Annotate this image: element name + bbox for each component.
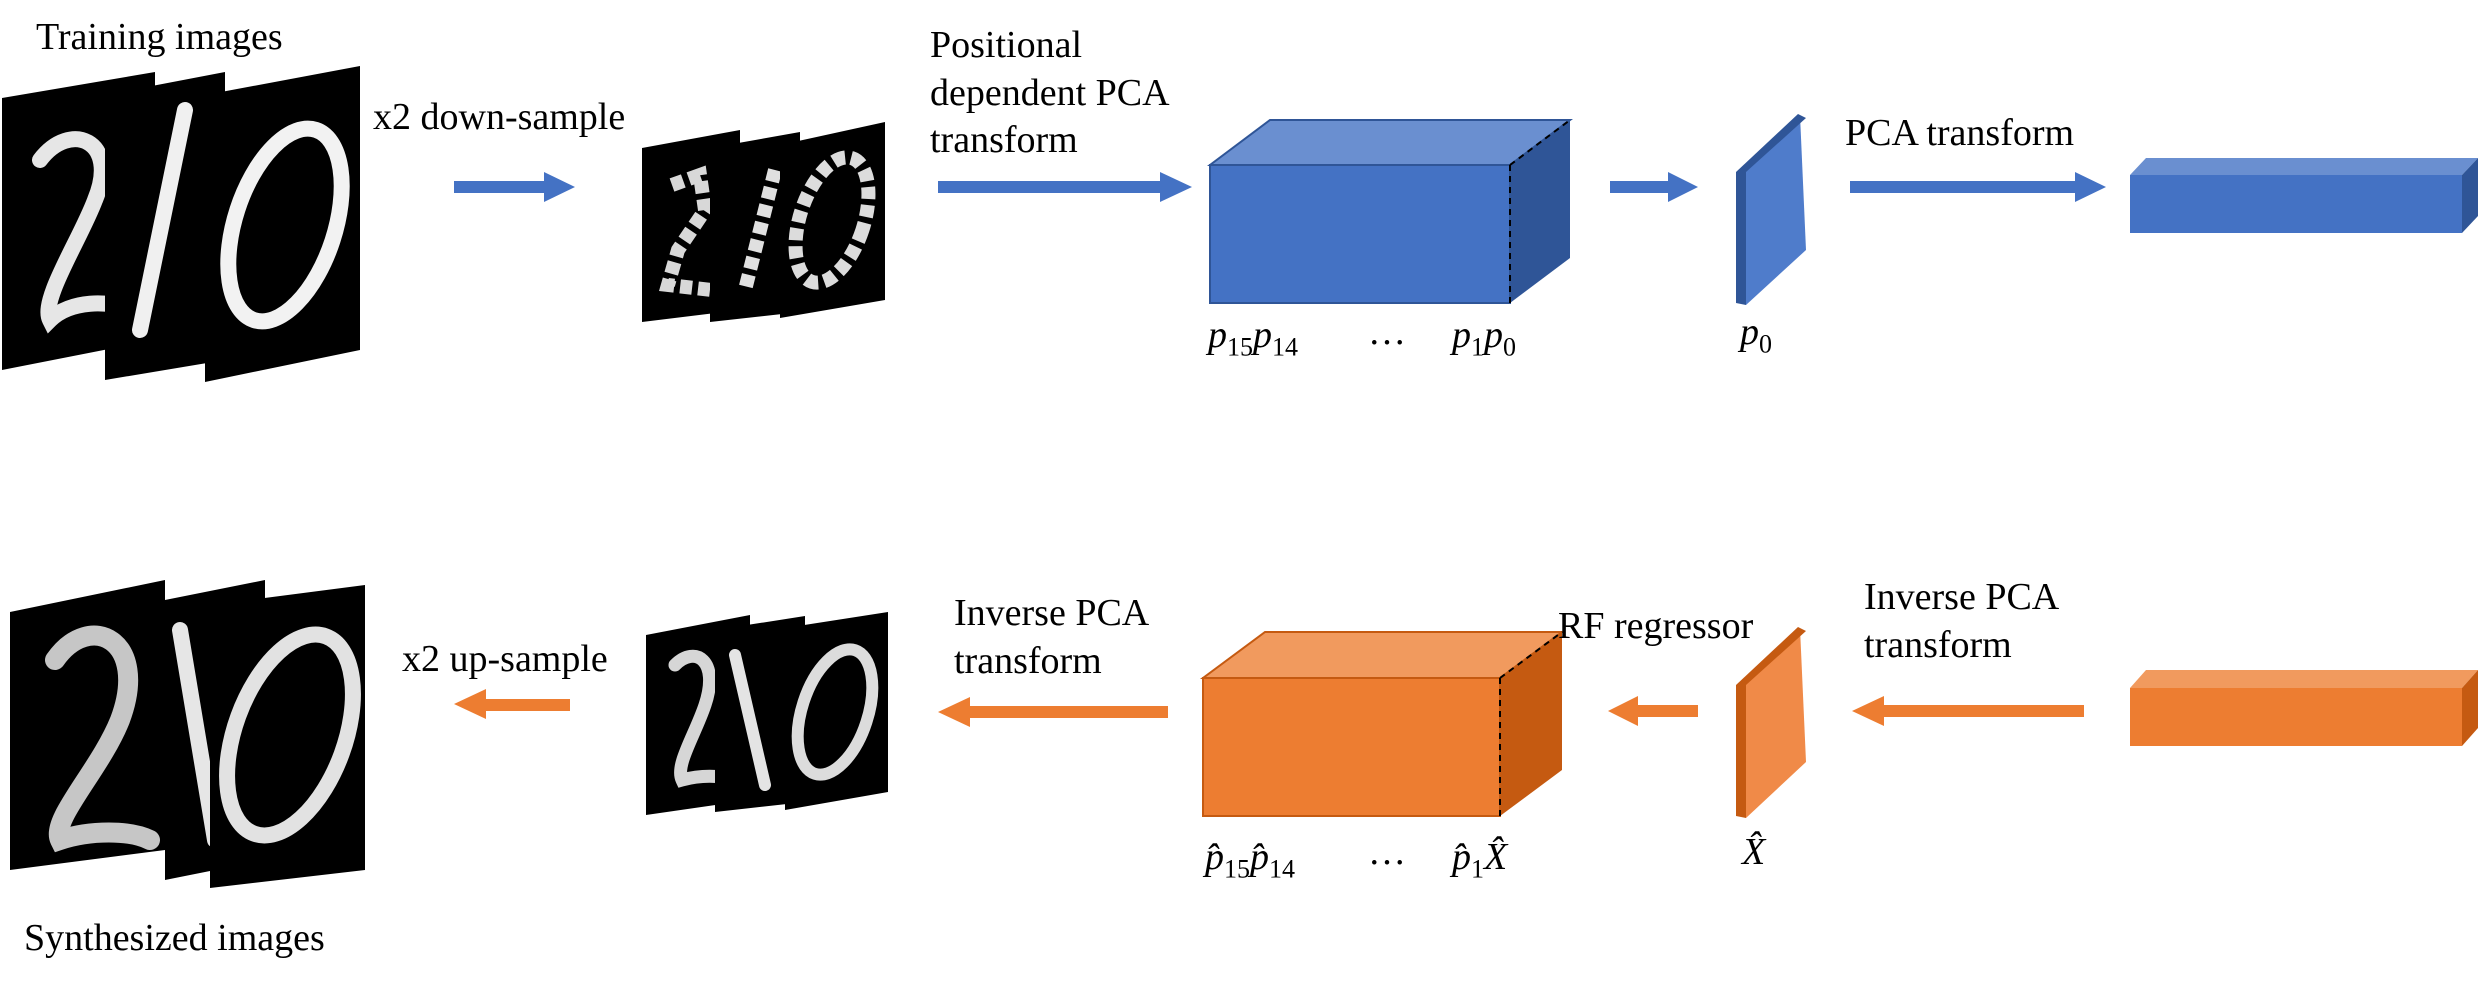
arrow-upsample [454, 689, 570, 719]
p1-p0-label: p1p0 [1452, 314, 1516, 362]
blue-cuboid-front [1209, 164, 1511, 304]
p0-label: p0 [1740, 311, 1772, 359]
digit-2-stroke [32, 131, 138, 334]
digit-1-stroke [132, 102, 193, 338]
training-images-stack [2, 66, 360, 382]
positional-pca-line2: dependent PCA [930, 71, 1170, 114]
orange-feature-cuboid [1199, 631, 1566, 817]
blue-cuboid-side [1510, 120, 1570, 303]
inverse-pca-right-line2: transform [1864, 623, 2012, 666]
orange-flat-cuboid [2130, 670, 2478, 746]
downsampled-images-stack [642, 122, 885, 322]
inverse-pca-left-line2: transform [954, 639, 1102, 682]
digit-0-stroke [220, 120, 350, 330]
xhat-label: X̂ [1742, 831, 1766, 873]
inverse-pca-left-line1: Inverse PCA [954, 592, 1150, 634]
ellipsis-top: … [1368, 311, 1406, 353]
arrow-pca-transform [1850, 172, 2106, 202]
rf-regressor-label: RF regressor [1558, 605, 1754, 647]
pca-transform-label: PCA transform [1845, 112, 2075, 154]
upsample-label: x2 up-sample [402, 638, 608, 680]
reconstructed-images-stack [646, 612, 888, 815]
training-images-label: Training images [36, 16, 283, 58]
synthesized-image-3 [210, 585, 365, 888]
inverse-pca-left-label: Inverse PCA transform [954, 590, 1149, 685]
p0-slab [1736, 114, 1806, 305]
synthesized-images-label: Synthesized images [24, 917, 325, 959]
phat1-xhat-label: p̂1X̂ [1452, 836, 1508, 884]
arrow-downsample [454, 172, 575, 202]
positional-pca-line1: Positional [930, 24, 1083, 66]
inverse-pca-right-label: Inverse PCA transform [1864, 574, 2059, 669]
xhat-slab [1736, 627, 1806, 818]
blue-flat-cuboid [2130, 158, 2478, 233]
arrow-inverse-pca-left [938, 697, 1168, 727]
arrow-positional-pca [938, 172, 1192, 202]
downsample-label: x2 down-sample [373, 96, 626, 138]
arrow-inverse-pca-right [1852, 696, 2084, 726]
arrow-to-p0 [1610, 172, 1698, 202]
p15-p14-label: p15p14 [1208, 314, 1298, 362]
inverse-pca-right-line1: Inverse PCA [1864, 576, 2060, 618]
positional-pca-label: Positional dependent PCA transform [930, 22, 1170, 165]
phat15-phat14-label: p̂15p̂14 [1205, 836, 1295, 884]
positional-pca-line3: transform [930, 119, 1078, 161]
ellipsis-bottom: … [1368, 831, 1406, 873]
arrow-rf-regressor [1608, 696, 1698, 726]
synthesized-images-stack [10, 580, 365, 888]
blue-cuboid-top [1207, 119, 1573, 166]
blue-feature-cuboid [1207, 119, 1573, 304]
